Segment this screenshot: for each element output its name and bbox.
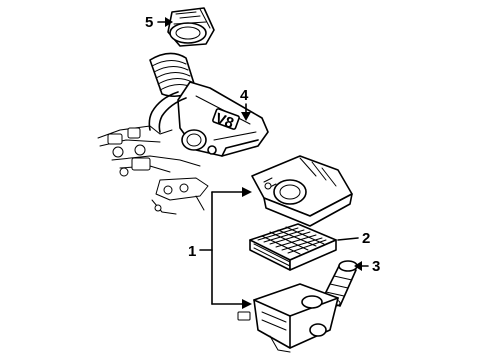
part-4-outlet-duct: V8	[148, 52, 269, 157]
callout-5: 5	[145, 14, 153, 31]
engine-outline	[97, 125, 209, 215]
part-1-leader	[199, 187, 252, 309]
callout-2: 2	[362, 230, 370, 247]
callout-1: 1	[188, 243, 196, 260]
callout-3: 3	[372, 258, 380, 275]
callout-2-leader	[337, 237, 359, 241]
callout-5-arrow	[165, 17, 173, 27]
part-5-coupler	[167, 7, 215, 47]
v8-stamp: V8	[213, 110, 236, 132]
part-2-air-filter	[249, 223, 337, 271]
callout-4-arrow	[241, 112, 251, 121]
callout-4: 4	[240, 87, 249, 104]
callout-3-arrow	[354, 261, 362, 271]
lower-housing	[237, 283, 339, 353]
upper-housing	[251, 155, 353, 227]
